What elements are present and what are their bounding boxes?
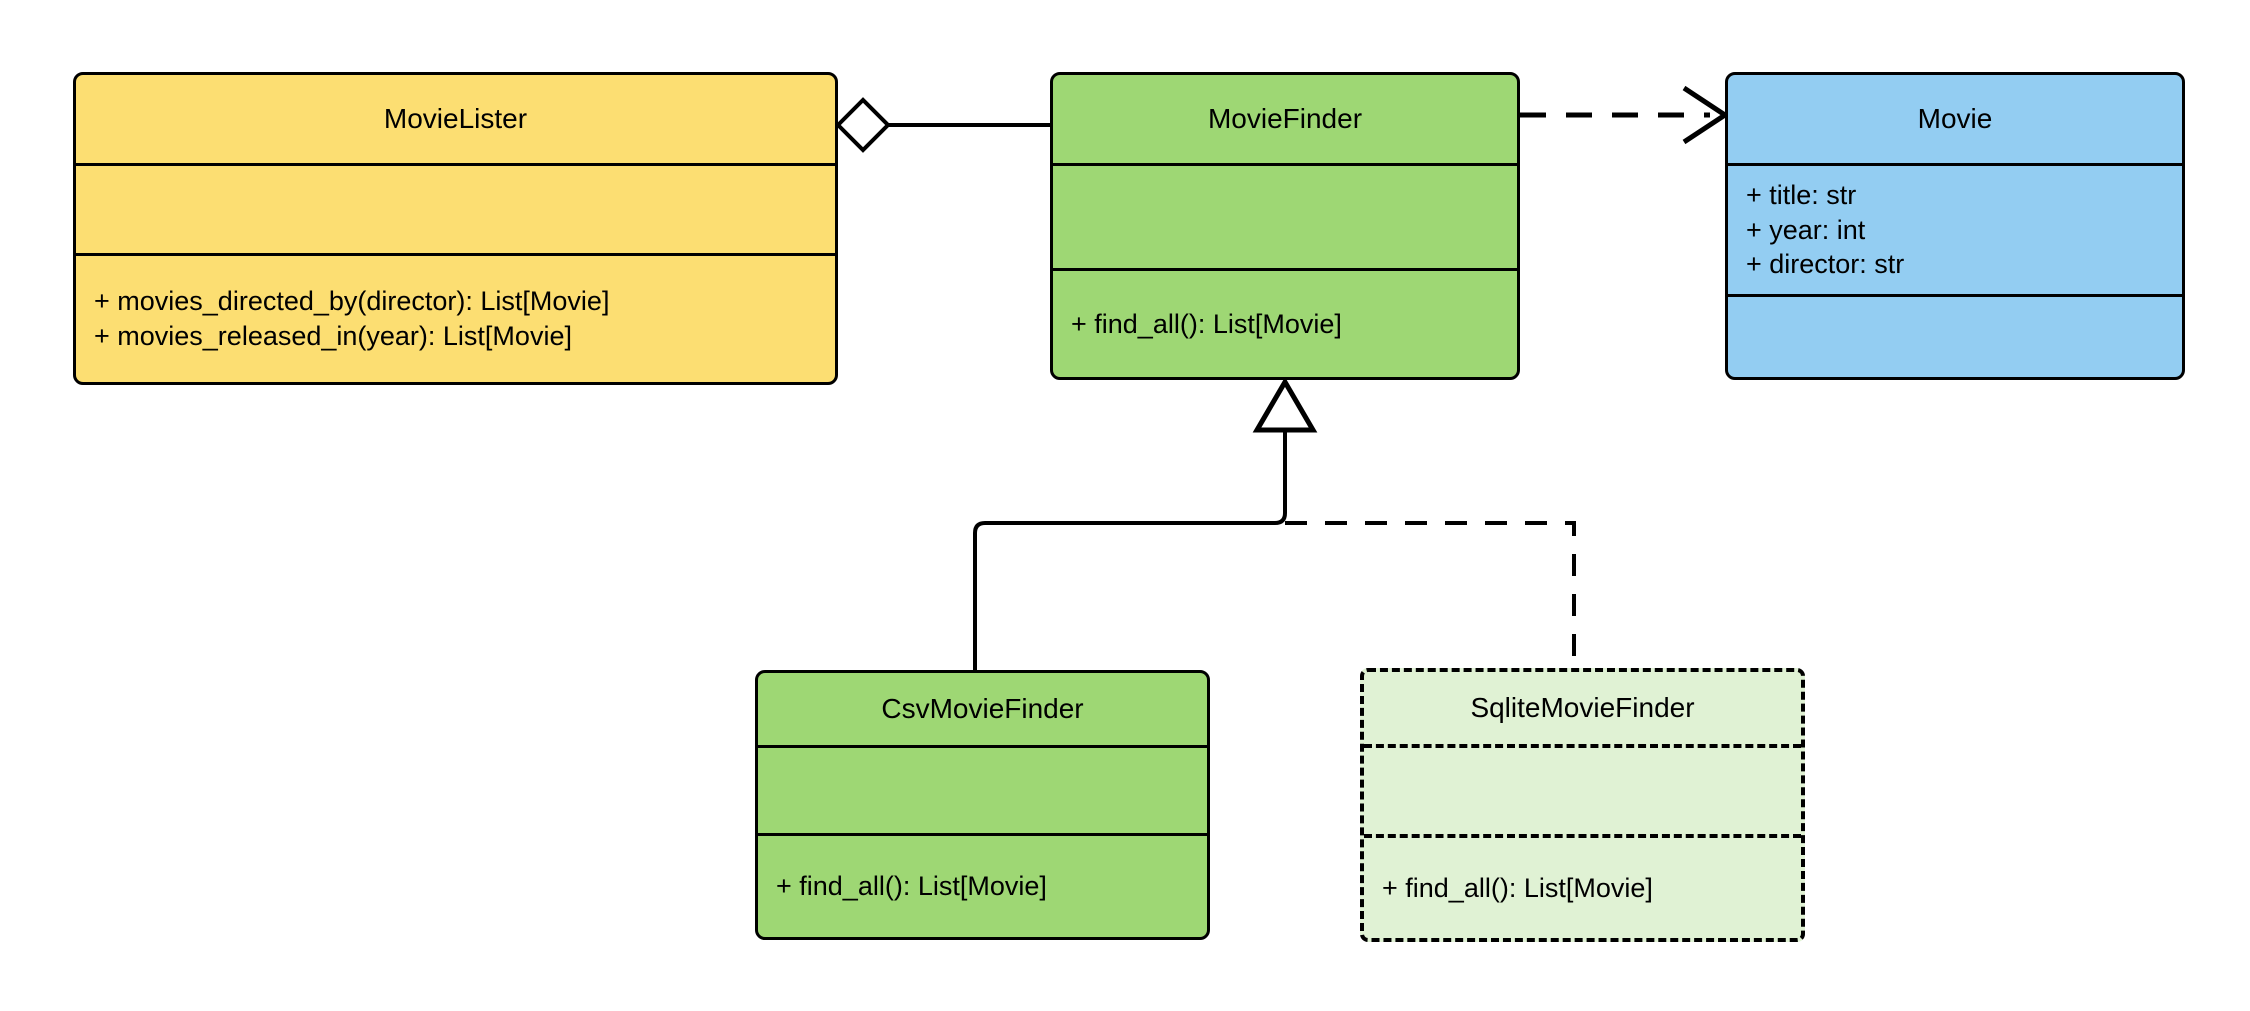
generalization-edge-sqlite: [1285, 521, 1576, 668]
class-box-movie-finder[interactable]: MovieFinder + find_all(): List[Movie]: [1050, 72, 1520, 380]
aggregation-edge: [835, 97, 1050, 153]
hollow-diamond-marker: [835, 97, 891, 153]
methods-compartment-movie: [1728, 294, 2182, 377]
class-name-movie-lister: MovieLister: [383, 103, 528, 134]
method-item: + movies_directed_by(director): List[Mov…: [94, 286, 610, 317]
methods-compartment-movie-lister: + movies_directed_by(director): List[Mov…: [76, 253, 835, 382]
method-item: + find_all(): List[Movie]: [1071, 308, 1342, 339]
class-name-movie: Movie: [1917, 103, 1993, 134]
attributes-compartment-movie: + title: str + year: int + director: str: [1728, 163, 2182, 294]
attribute-item: + year: int: [1746, 214, 1866, 245]
generalization-edge-csv: [973, 430, 1287, 670]
class-name-csv-movie-finder: CsvMovieFinder: [881, 693, 1084, 724]
methods-compartment-csv-movie-finder: + find_all(): List[Movie]: [758, 833, 1207, 937]
class-box-csv-movie-finder[interactable]: CsvMovieFinder + find_all(): List[Movie]: [755, 670, 1210, 940]
attributes-compartment-csv-movie-finder: [758, 745, 1207, 833]
methods-compartment-movie-finder: + find_all(): List[Movie]: [1053, 268, 1517, 377]
attributes-compartment-movie-finder: [1053, 163, 1517, 268]
generalization-triangle: [1252, 377, 1318, 433]
methods-compartment-sqlite-movie-finder: + find_all(): List[Movie]: [1364, 834, 1801, 938]
attribute-item: + title: str: [1746, 180, 1857, 211]
method-item: + movies_released_in(year): List[Movie]: [94, 321, 572, 351]
attributes-compartment-movie-lister: [76, 163, 835, 253]
attribute-item: + director: str: [1746, 249, 1905, 280]
class-name-sqlite-movie-finder: SqliteMovieFinder: [1470, 692, 1695, 723]
open-arrow-marker: [1682, 85, 1730, 145]
class-box-movie[interactable]: Movie + title: str + year: int + directo…: [1725, 72, 2185, 380]
method-item: + find_all(): List[Movie]: [776, 871, 1047, 902]
method-item: + find_all(): List[Movie]: [1382, 872, 1653, 903]
class-name-movie-finder: MovieFinder: [1207, 103, 1363, 134]
dependency-edge: [1520, 85, 1730, 145]
class-box-sqlite-movie-finder[interactable]: SqliteMovieFinder + find_all(): List[Mov…: [1360, 668, 1805, 942]
class-box-movie-lister[interactable]: MovieLister + movies_directed_by(directo…: [73, 72, 838, 385]
attributes-compartment-sqlite-movie-finder: [1364, 744, 1801, 834]
